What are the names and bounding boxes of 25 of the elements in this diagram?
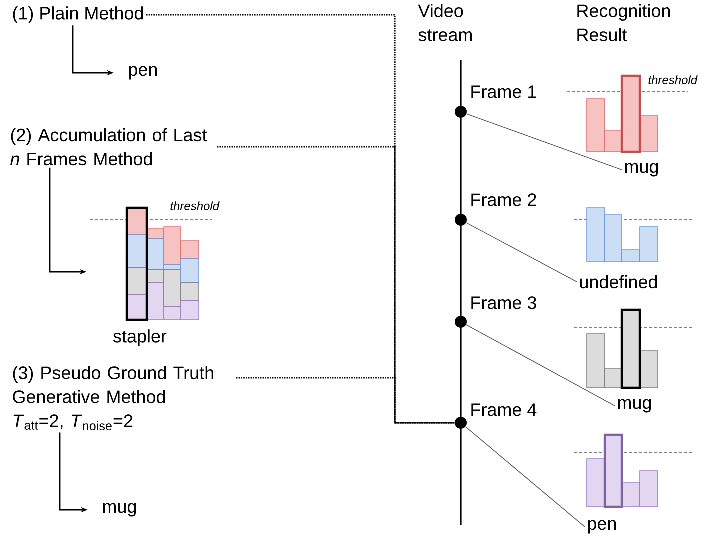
result-label: mug bbox=[103, 503, 136, 517]
leader-line bbox=[466, 324, 616, 406]
result-label: mug bbox=[625, 163, 658, 177]
method-title: (1) Plain Method bbox=[13, 6, 144, 24]
leader-line bbox=[466, 114, 622, 170]
method-title: (2) Accumulation of Last n Frames Method bbox=[10, 128, 208, 166]
result-label: mug bbox=[618, 399, 652, 413]
frame-label: Frame 2 bbox=[472, 194, 536, 206]
axis-title: Video stream bbox=[418, 4, 472, 42]
result-label: pen bbox=[129, 66, 158, 80]
result-label: stapler bbox=[114, 330, 167, 346]
leader-line bbox=[466, 222, 578, 282]
column-title: Recognition Result bbox=[578, 4, 670, 42]
frame-label: Frame 3 bbox=[472, 296, 536, 310]
connector-line bbox=[236, 377, 455, 424]
frame-label: Frame 4 bbox=[472, 404, 537, 416]
result-label: undefined bbox=[580, 275, 658, 289]
method-title: (3) Pseudo Ground Truth Generative Method T$_{att}$=2, T$_{noise}$=2 bbox=[13, 366, 214, 431]
threshold-label: threshold bbox=[648, 76, 698, 84]
leader-line bbox=[465, 426, 586, 528]
frame-label: Frame 1 bbox=[472, 86, 536, 98]
connector-line bbox=[217, 146, 455, 424]
connector-line bbox=[146, 14, 455, 424]
threshold-label: threshold bbox=[170, 202, 220, 210]
result-label: pen bbox=[588, 520, 616, 534]
